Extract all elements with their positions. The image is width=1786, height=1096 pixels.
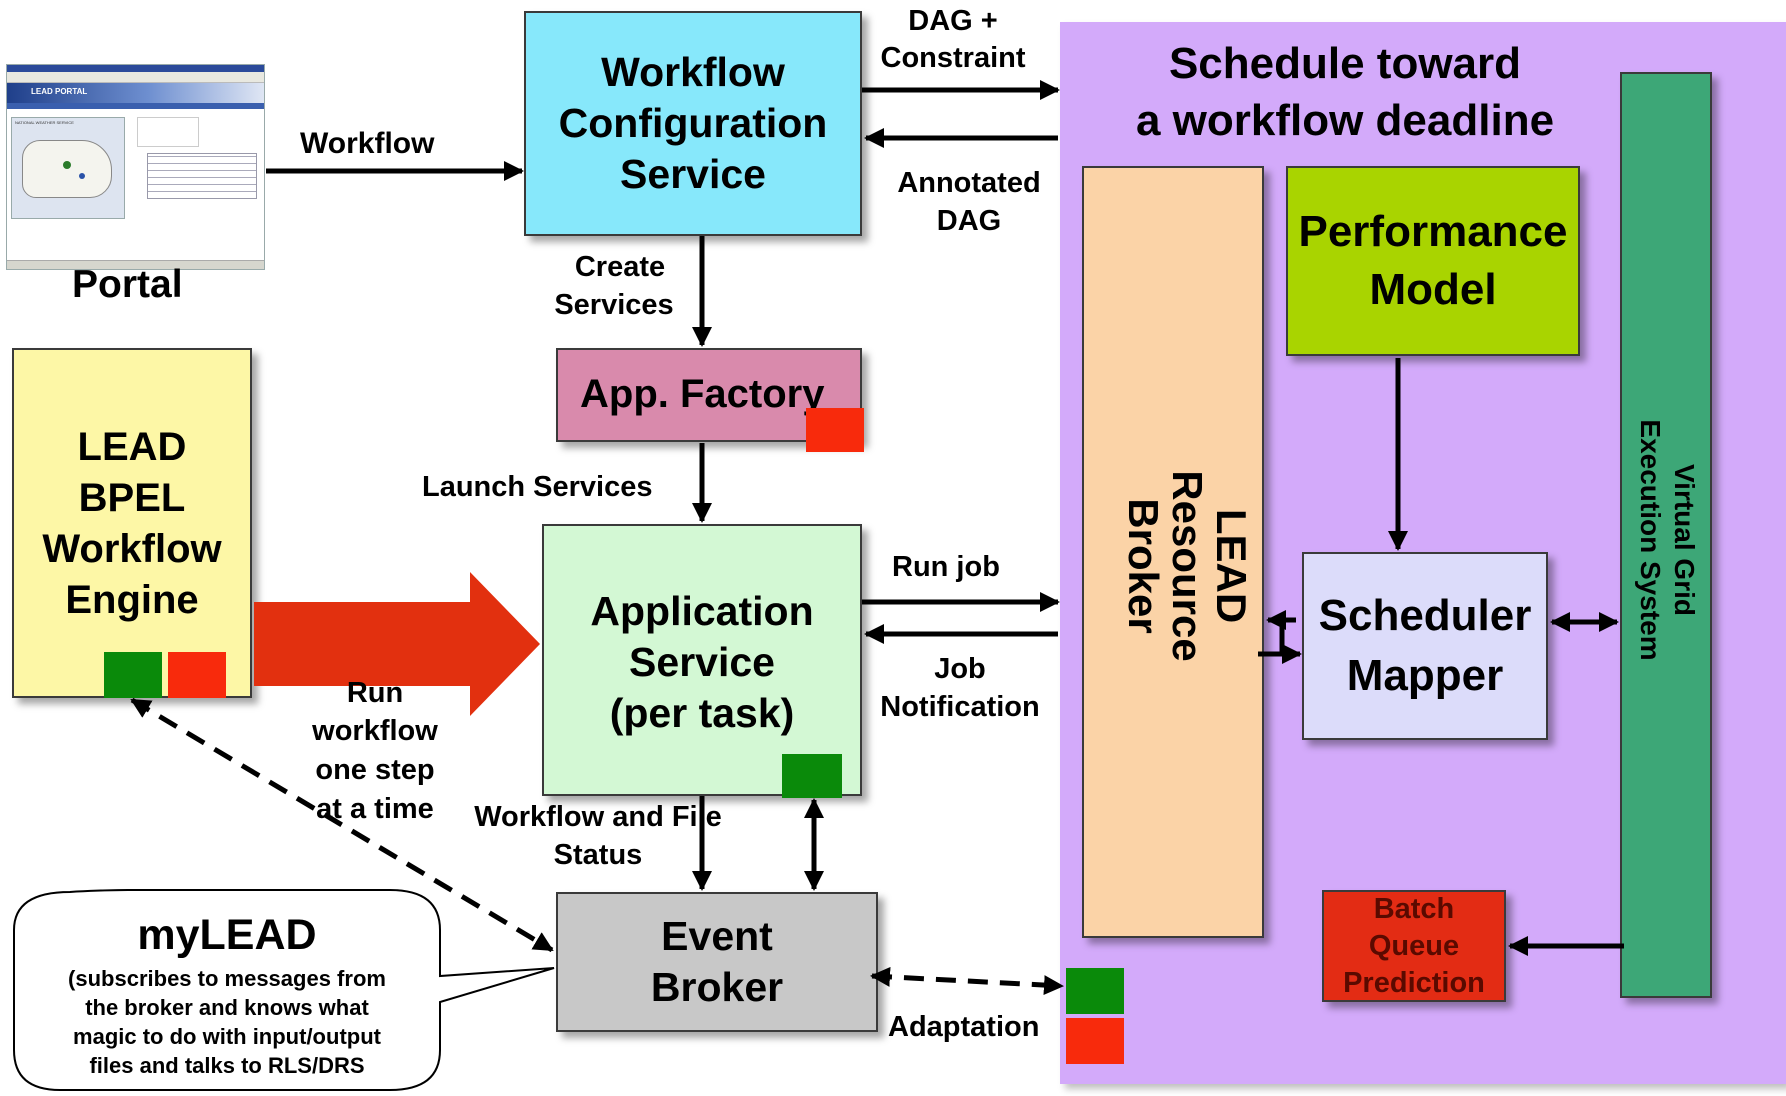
workflow-configuration-service: Workflow Configuration Service — [524, 11, 862, 236]
workflow-config-line-3: Service — [620, 151, 766, 197]
run-workflow-dashed-arrow — [130, 697, 554, 953]
edge-label-run-job: Run job — [892, 551, 1000, 583]
bpel-line-4: Engine — [65, 578, 199, 622]
mylead-description-4: files and talks to RLS/DRS — [89, 1053, 365, 1078]
virtual-grid-execution-system — [1620, 72, 1712, 998]
edge-label-run-workflow-2: workflow — [312, 715, 438, 747]
edge-label-annotated-2: DAG — [936, 205, 1002, 237]
bpel-status-green — [104, 652, 162, 698]
mylead-description-2: the broker and knows what — [85, 995, 369, 1020]
performance-model: Performance Model — [1286, 166, 1580, 356]
edge-label-adaptation: Adaptation — [888, 1011, 1040, 1043]
app-service-line-2: Service — [629, 639, 775, 685]
edge-label-run-workflow-4: at a time — [316, 793, 434, 825]
scheduler-mapper-line-1: Scheduler — [1318, 591, 1532, 640]
schedule-panel-title-1: Schedule toward — [1168, 39, 1522, 88]
app-factory: App. Factory — [556, 348, 864, 452]
adaptation-status-green — [1066, 968, 1124, 1014]
bpel-status-red — [168, 652, 226, 698]
application-service: Application Service (per task) — [542, 524, 862, 798]
edge-label-status-1: Workflow and File — [474, 801, 722, 833]
app-factory-title: App. Factory — [580, 372, 825, 416]
performance-model-line-2: Model — [1369, 265, 1497, 314]
mylead-description-3: magic to do with input/output — [73, 1024, 381, 1049]
edge-label-job-notif-2: Notification — [880, 691, 1040, 723]
batch-queue-line-2: Queue — [1368, 929, 1460, 962]
edge-label-dag-1: DAG + — [908, 5, 998, 37]
edge-label-run-workflow-3: one step — [315, 754, 435, 786]
portal-screenshot-title: LEAD PORTAL — [31, 87, 88, 96]
workflow-config-line-2: Configuration — [558, 100, 828, 146]
batch-queue-line-3: Prediction — [1343, 966, 1485, 999]
adaptation-status-red — [1066, 1018, 1124, 1064]
event-broker-line-2: Broker — [650, 964, 784, 1010]
lead-resource-broker — [1082, 166, 1264, 938]
app-service-status-green — [782, 754, 842, 798]
performance-model-line-1: Performance — [1298, 207, 1568, 256]
app-service-line-3: (per task) — [609, 690, 795, 736]
portal-map-title: NATIONAL WEATHER SERVICE — [15, 120, 74, 125]
batch-queue-line-1: Batch — [1373, 892, 1455, 925]
adaptation-dashed-arrow — [870, 966, 1064, 996]
mylead-description-1: (subscribes to messages from — [68, 966, 386, 991]
bpel-line-2: BPEL — [78, 476, 186, 520]
portal-label: Portal — [72, 263, 183, 306]
edge-label-workflow: Workflow — [300, 127, 435, 160]
event-broker: Event Broker — [556, 892, 878, 1032]
edge-label-launch: Launch Services — [422, 471, 653, 503]
batch-queue-prediction: Batch Queue Prediction — [1322, 890, 1506, 1002]
edge-label-create-1: Create — [574, 251, 666, 283]
app-service-line-1: Application — [590, 588, 814, 634]
bpel-line-1: LEAD — [77, 425, 187, 469]
lead-bpel-workflow-engine: LEAD BPEL Workflow Engine — [12, 348, 252, 698]
bpel-line-3: Workflow — [42, 527, 222, 571]
app-factory-status-red — [806, 408, 864, 452]
portal-screenshot: LEAD PORTAL NATIONAL WEATHER SERVICE — [6, 64, 265, 270]
workflow-config-line-1: Workflow — [601, 49, 785, 95]
mylead-title: myLEAD — [137, 911, 317, 959]
edge-label-annotated-1: Annotated — [897, 167, 1041, 199]
broker-scheduler-arrow-top — [1279, 617, 1296, 655]
us-map-icon — [22, 140, 112, 198]
scheduler-mapper: Scheduler Mapper — [1302, 552, 1548, 740]
edge-label-create-2: Services — [554, 289, 674, 321]
edge-label-status-2: Status — [553, 839, 643, 871]
event-broker-line-1: Event — [661, 913, 773, 959]
edge-label-run-workflow-1: Run — [346, 677, 404, 709]
edge-label-job-notif-1: Job — [934, 653, 986, 685]
scheduler-mapper-line-2: Mapper — [1346, 651, 1504, 700]
edge-label-dag-2: Constraint — [880, 42, 1026, 74]
big-red-arrow — [254, 572, 540, 716]
schedule-panel-title-2: a workflow deadline — [1135, 96, 1555, 145]
